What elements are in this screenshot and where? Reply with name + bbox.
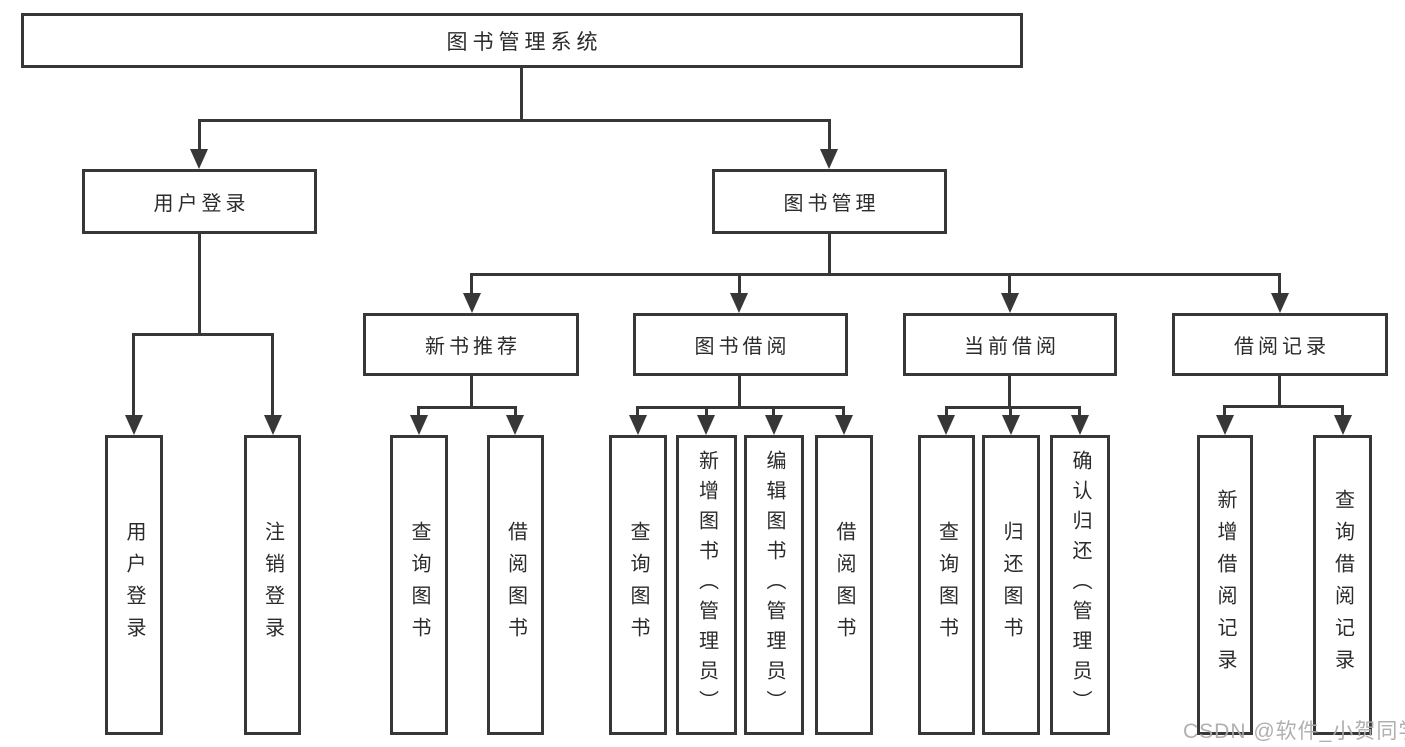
- arrow-down-icon: [1334, 415, 1352, 435]
- leaf-query-borrow-record: 查询借阅记录: [1313, 435, 1372, 735]
- leaf-edit-book-admin-label: 编辑图书（管理员）: [763, 450, 785, 720]
- arrow-down-icon: [1002, 415, 1020, 435]
- node-borrow-records: 借阅记录: [1172, 313, 1388, 376]
- connector-stem-leaf: [417, 406, 420, 419]
- leaf-user-login-label: 用户登录: [123, 521, 145, 649]
- connector-user-login-stem: [198, 233, 201, 334]
- connector-book-mgmt-stem: [828, 232, 831, 274]
- arrow-down-icon: [697, 415, 715, 435]
- connector-stem-book-mgmt: [828, 119, 831, 152]
- connector-current-borrow-bar: [945, 406, 1081, 409]
- leaf-query-books-current-label: 查询图书: [935, 521, 958, 649]
- connector-user-login-bar: [132, 333, 274, 336]
- connector-stem-new-book-rec: [470, 273, 473, 295]
- leaf-return-books-label: 归还图书: [1000, 521, 1022, 649]
- node-new-book-rec: 新书推荐: [363, 313, 579, 376]
- node-book-mgmt-label: 图书管理: [783, 193, 880, 215]
- leaf-query-books-borrow-label: 查询图书: [627, 521, 649, 649]
- arrow-down-icon: [190, 149, 208, 169]
- connector-root-stem: [520, 67, 523, 119]
- leaf-borrow-books-new-rec: 借阅图书: [487, 435, 544, 735]
- connector-stem-leaf: [132, 333, 135, 417]
- connector-new-book-rec-bar: [417, 406, 517, 409]
- connector-borrow-records-bar: [1223, 405, 1344, 408]
- connector-stem-leaf: [705, 406, 708, 419]
- leaf-add-borrow-record-label: 新增借阅记录: [1214, 489, 1236, 681]
- leaf-logout: 注销登录: [244, 435, 301, 735]
- node-book-borrow: 图书借阅: [633, 313, 848, 376]
- leaf-add-book-admin: 新增图书（管理员）: [676, 435, 737, 735]
- arrow-down-icon: [820, 149, 838, 169]
- leaf-query-borrow-record-label: 查询借阅记录: [1331, 489, 1354, 681]
- connector-stem-leaf: [945, 406, 948, 419]
- leaf-query-books-borrow: 查询图书: [609, 435, 667, 735]
- arrow-down-icon: [835, 415, 853, 435]
- node-book-mgmt: 图书管理: [712, 169, 947, 234]
- node-user-login: 用户登录: [82, 169, 317, 234]
- arrow-down-icon: [765, 415, 783, 435]
- leaf-add-book-admin-label: 新增图书（管理员）: [695, 450, 718, 720]
- arrow-down-icon: [1001, 293, 1019, 313]
- connector-stem-leaf: [772, 406, 775, 419]
- leaf-query-books-current: 查询图书: [918, 435, 975, 735]
- node-root-label: 图书管理系统: [446, 30, 603, 54]
- leaf-edit-book-admin: 编辑图书（管理员）: [744, 435, 804, 735]
- leaf-confirm-return-admin-label: 确认归还（管理员）: [1069, 450, 1091, 720]
- arrow-down-icon: [264, 415, 282, 435]
- leaf-query-books-new-rec-label: 查询图书: [408, 521, 430, 649]
- node-new-book-rec-label: 新书推荐: [425, 336, 521, 358]
- connector-stem-leaf: [271, 333, 274, 417]
- leaf-query-books-new-rec: 查询图书: [390, 435, 448, 735]
- arrow-down-icon: [1271, 293, 1289, 313]
- arrow-down-icon: [1071, 415, 1089, 435]
- connector-stem-leaf: [636, 406, 639, 419]
- leaf-add-borrow-record: 新增借阅记录: [1197, 435, 1253, 735]
- leaf-logout-label: 注销登录: [261, 521, 284, 649]
- connector-stem-borrow-records: [1278, 273, 1281, 295]
- connector-root-bar: [198, 119, 831, 122]
- connector-stem-book-borrow: [738, 273, 741, 295]
- watermark: CSDN @软件_小贺同学: [1183, 720, 1405, 743]
- leaf-return-books: 归还图书: [982, 435, 1040, 735]
- connector-new-book-rec-stem: [470, 375, 473, 407]
- node-current-borrow: 当前借阅: [903, 313, 1117, 376]
- connector-stem-user-login: [198, 119, 201, 152]
- node-current-borrow-label: 当前借阅: [964, 336, 1060, 358]
- arrow-down-icon: [629, 415, 647, 435]
- arrow-down-icon: [1216, 415, 1234, 435]
- node-root: 图书管理系统: [21, 13, 1023, 68]
- arrow-down-icon: [730, 293, 748, 313]
- arrow-down-icon: [410, 415, 428, 435]
- connector-stem-leaf: [1341, 405, 1344, 419]
- leaf-borrow-books-borrow-label: 借阅图书: [833, 521, 855, 649]
- connector-stem-leaf: [1223, 405, 1226, 419]
- connector-current-borrow-stem: [1008, 375, 1011, 407]
- arrow-down-icon: [463, 293, 481, 313]
- arrow-down-icon: [125, 415, 143, 435]
- leaf-confirm-return-admin: 确认归还（管理员）: [1050, 435, 1110, 735]
- node-book-borrow-label: 图书借阅: [694, 336, 791, 358]
- arrow-down-icon: [506, 415, 524, 435]
- connector-borrow-records-stem: [1278, 375, 1281, 406]
- connector-book-borrow-bar: [636, 406, 845, 409]
- leaf-borrow-books-new-rec-label: 借阅图书: [504, 521, 527, 649]
- connector-stem-leaf: [1009, 406, 1012, 419]
- connector-book-borrow-stem: [738, 375, 741, 407]
- connector-book-mgmt-bar: [470, 273, 1281, 276]
- node-borrow-records-label: 借阅记录: [1234, 336, 1330, 358]
- connector-stem-leaf: [842, 406, 845, 419]
- leaf-borrow-books-borrow: 借阅图书: [815, 435, 873, 735]
- connector-stem-current-borrow: [1008, 273, 1011, 295]
- arrow-down-icon: [937, 415, 955, 435]
- node-user-login-label: 用户登录: [153, 193, 250, 215]
- connector-stem-leaf: [1078, 406, 1081, 419]
- leaf-user-login: 用户登录: [105, 435, 163, 735]
- connector-stem-leaf: [514, 406, 517, 419]
